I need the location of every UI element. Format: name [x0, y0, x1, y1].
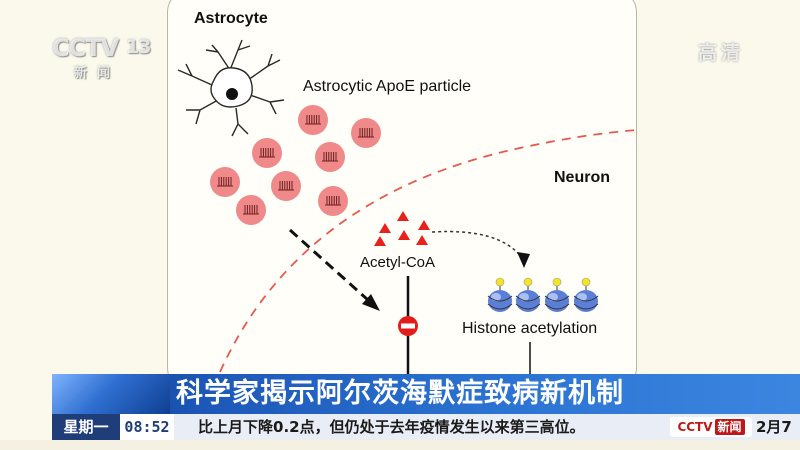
logo-news-text: 新闻: [74, 66, 121, 81]
acetyl-coa-triangle: [398, 230, 410, 240]
apoe-particle: [315, 142, 345, 172]
apoe-particle: [252, 138, 282, 168]
apoe-particle: [298, 105, 328, 135]
acetyl-transfer-arrowhead: [517, 252, 530, 268]
ticker-next-item: 2月7: [756, 418, 792, 436]
nucleosome: [487, 277, 513, 312]
apoe-particle: [351, 118, 381, 148]
acetyl-transfer-arrow: [431, 230, 523, 259]
acetyl-coa-molecules: [374, 211, 430, 246]
apoe-particle-label: Astrocytic ApoE particle: [303, 78, 472, 95]
acetyl-coa-triangle: [418, 220, 430, 230]
nucleosome: [515, 277, 541, 312]
histone-acetylation-label: Histone acetylation: [462, 320, 598, 337]
uptake-arrow-head: [362, 294, 380, 311]
apoe-particle: [271, 171, 301, 201]
acetyl-coa-triangle: [374, 236, 386, 246]
neuron-label: Neuron: [554, 169, 610, 186]
bottom-strip: [0, 440, 800, 450]
astrocyte-cell: [177, 39, 285, 137]
histone-nucleosomes: [487, 277, 599, 312]
news-ticker-text: 比上月下降0.2点，但仍处于去年疫情发生以来第三高位。: [198, 418, 585, 436]
headline-bar: [52, 374, 800, 414]
clock-time: 08:52: [120, 414, 174, 440]
acetyl-coa-triangle: [379, 223, 391, 233]
nucleosome: [573, 277, 599, 312]
acetyl-coa-label: Acetyl-CoA: [360, 254, 436, 271]
logo-channel-number: 13: [126, 36, 151, 58]
weekday-label: 星期一: [52, 414, 120, 440]
apoe-particle: [318, 186, 348, 216]
hd-badge: 高清: [698, 42, 745, 64]
ticker-logo-text: CCTV: [677, 420, 713, 434]
logo-cctv-text: CCTV: [52, 34, 119, 62]
apoe-particle: [236, 195, 266, 225]
headline-text: 科学家揭示阿尔茨海默症致病新机制: [176, 378, 624, 409]
headline-decoration: [52, 374, 170, 414]
acetyl-coa-triangle: [397, 211, 409, 221]
uptake-arrow-line: [288, 228, 370, 302]
astrocyte-nucleus: [226, 88, 238, 100]
apoe-particle: [210, 167, 240, 197]
cctv-channel-logo: CCTV 13 新闻: [52, 34, 152, 84]
apoe-particles: [210, 105, 381, 225]
block-icon-bar: [401, 323, 415, 329]
ticker-logo-tag: 新闻: [714, 419, 745, 435]
nucleosome: [544, 277, 570, 312]
neuron-membrane-boundary: [219, 129, 638, 373]
astrocyte-label: Astrocyte: [194, 10, 268, 27]
acetyl-coa-triangle: [416, 235, 428, 245]
